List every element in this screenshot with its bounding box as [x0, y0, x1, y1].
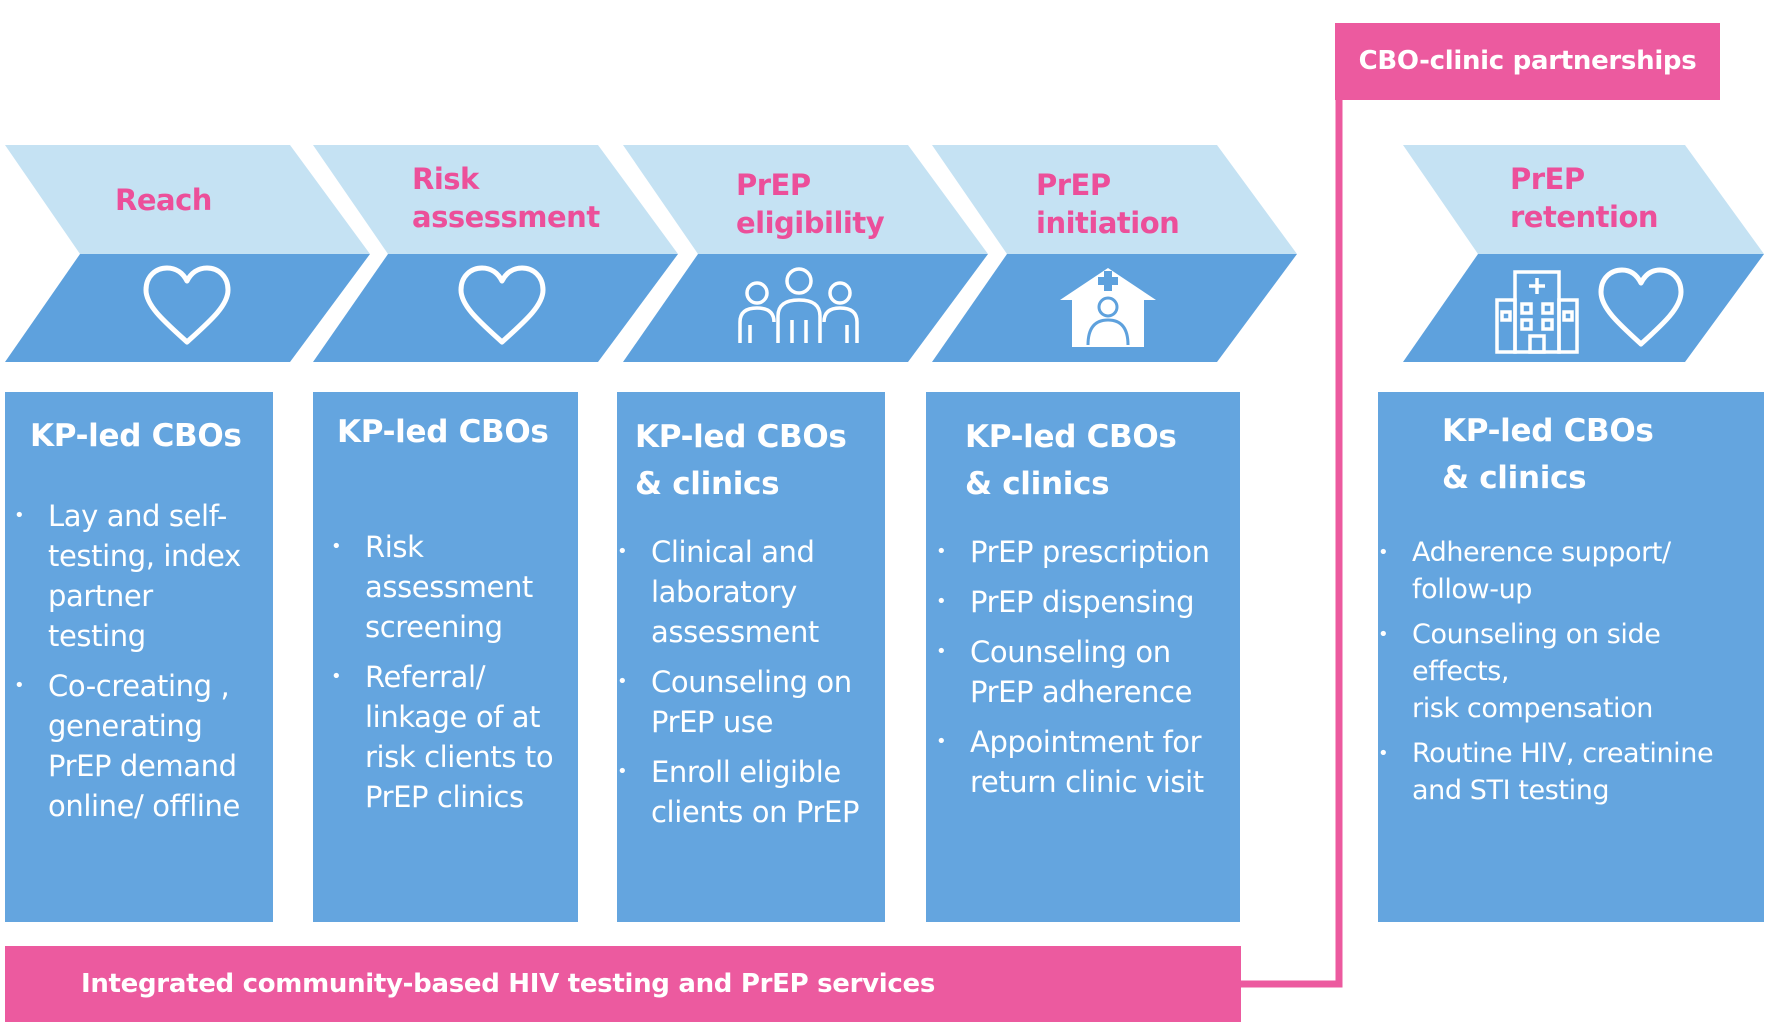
card-bullet-list: PrEP prescription PrEP dispensing Counse… — [936, 532, 1238, 812]
card-title: KP-led CBOs — [337, 414, 549, 450]
card-reach: KP-led CBOs Lay and self- testing, index… — [5, 392, 273, 922]
integrated-services-banner: Integrated community-based HIV testing a… — [5, 946, 1241, 1022]
list-item: PrEP prescription — [936, 532, 1238, 572]
card-bullet-list: Adherence support/ follow-up Counseling … — [1378, 534, 1760, 817]
partnership-banner: CBO-clinic partnerships — [1335, 23, 1720, 100]
step-label-prep-initiation: PrEP initiation — [1036, 168, 1180, 240]
card-prep-eligibility: KP-led CBOs & clinics Clinical and labor… — [617, 392, 885, 922]
people-group-icon — [738, 267, 859, 343]
chevron-prep-eligibility — [623, 145, 988, 362]
list-item: Enroll eligible clients on PrEP — [617, 752, 883, 832]
card-title: KP-led CBOs — [30, 418, 242, 454]
card-bullet-list: Risk assessment screening Referral/ link… — [331, 527, 575, 827]
list-item: Risk assessment screening — [331, 527, 575, 647]
chevron-reach — [5, 145, 370, 362]
step-label-reach: Reach — [115, 183, 212, 217]
card-bullet-list: Clinical and laboratory assessment Couns… — [617, 532, 883, 842]
list-item: Referral/ linkage of at risk clients to … — [331, 657, 575, 817]
card-bullet-list: Lay and self- testing, index partner tes… — [14, 496, 268, 836]
list-item: Lay and self- testing, index partner tes… — [14, 496, 268, 656]
list-item: Co-creating , generating PrEP demand onl… — [14, 666, 268, 826]
heart-icon — [143, 265, 231, 345]
list-item: Counseling on side effects, risk compens… — [1378, 616, 1760, 727]
list-item: Appointment for return clinic visit — [936, 722, 1238, 802]
card-prep-retention: KP-led CBOs & clinics Adherence support/… — [1378, 392, 1764, 922]
list-item: Adherence support/ follow-up — [1378, 534, 1760, 608]
list-item: PrEP dispensing — [936, 582, 1238, 622]
step-label-risk-assessment: Risk assessment — [412, 162, 600, 234]
list-item: Clinical and laboratory assessment — [617, 532, 883, 652]
step-label-prep-eligibility: PrEP eligibility — [736, 168, 885, 240]
list-item: Routine HIV, creatinine and STI testing — [1378, 735, 1760, 809]
hospital-heart-icon — [1495, 267, 1684, 354]
card-title: KP-led CBOs & clinics — [965, 419, 1177, 502]
list-item: Counseling on PrEP adherence — [936, 632, 1238, 712]
card-prep-initiation: KP-led CBOs & clinics PrEP prescription … — [926, 392, 1240, 922]
heart-icon — [458, 265, 546, 345]
list-item: Counseling on PrEP use — [617, 662, 883, 742]
card-title: KP-led CBOs & clinics — [1442, 413, 1654, 496]
card-title: KP-led CBOs & clinics — [635, 419, 847, 502]
card-risk-assessment: KP-led CBOs Risk assessment screening Re… — [313, 392, 578, 922]
chevron-risk-assessment — [313, 145, 678, 362]
step-label-prep-retention: PrEP retention — [1510, 162, 1659, 234]
chevron-prep-retention — [1403, 145, 1764, 362]
clinic-doctor-icon — [1060, 268, 1156, 347]
